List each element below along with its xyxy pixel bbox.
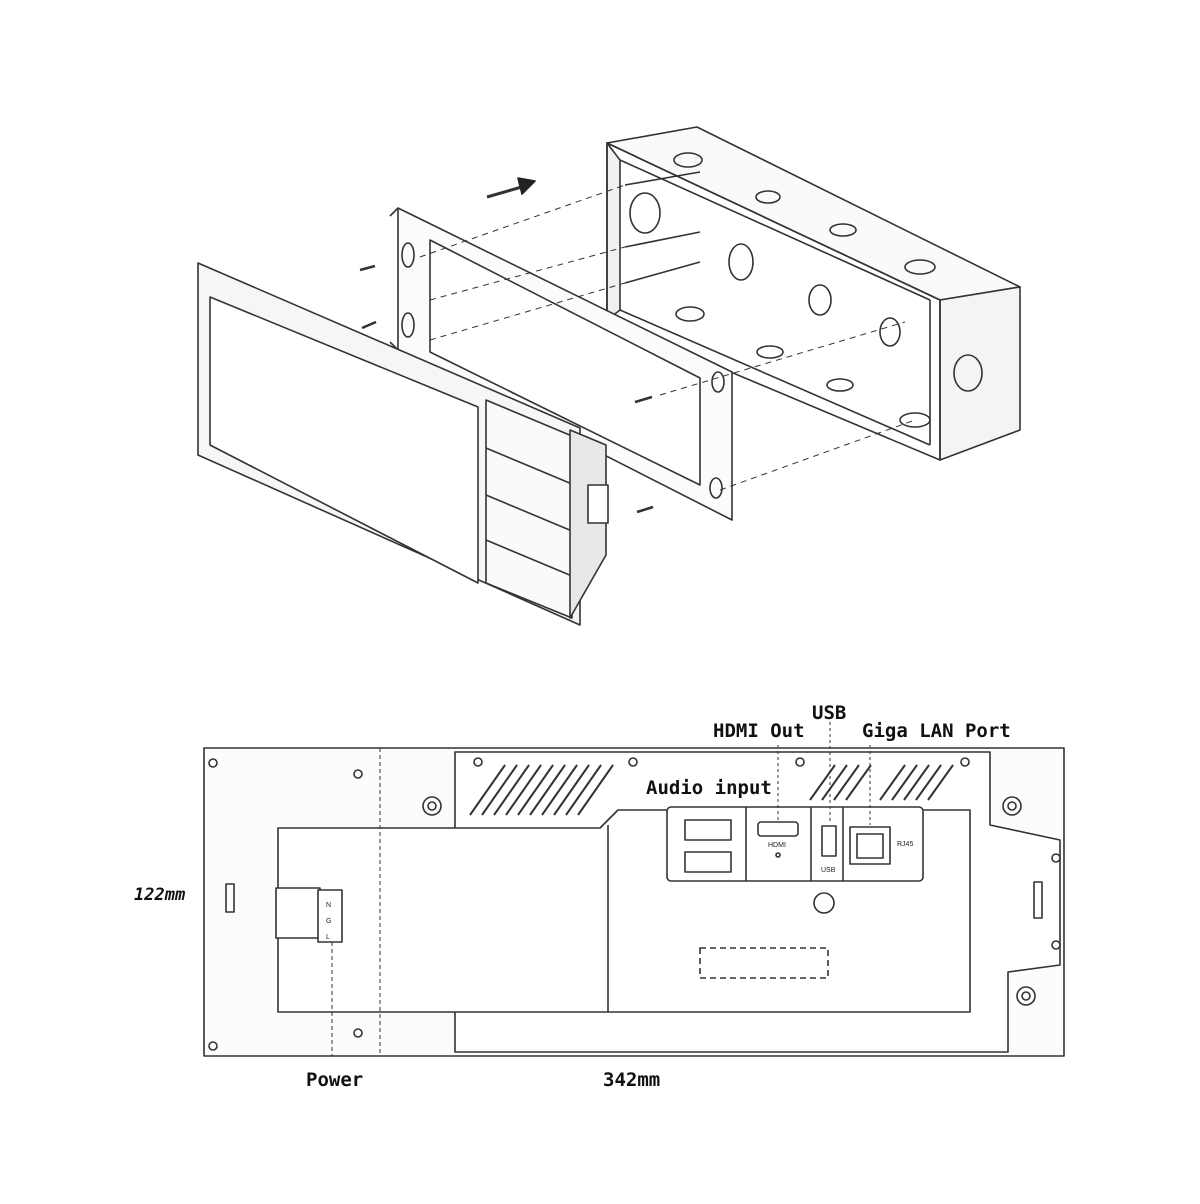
screws xyxy=(359,264,654,514)
knockout-hole xyxy=(826,378,854,392)
knockout-hole xyxy=(755,190,781,204)
mount-hole xyxy=(422,796,442,816)
usb-port xyxy=(821,825,837,857)
side-slot xyxy=(225,883,235,913)
knockout-hole xyxy=(675,306,705,322)
mounting-bracket xyxy=(389,207,733,521)
rj45-port xyxy=(849,826,891,865)
port-caption-rj45: RJ45 xyxy=(897,841,913,848)
wall-box xyxy=(606,126,1021,461)
label-audio-input: Audio input xyxy=(646,777,772,799)
knockout-hole xyxy=(953,354,983,392)
label-height-dimension: 122mm xyxy=(134,885,186,905)
terminal-g: G xyxy=(326,918,331,925)
knockout-hole xyxy=(899,412,931,428)
alignment-lines xyxy=(419,184,916,491)
direction-arrow xyxy=(486,177,536,199)
mount-hole xyxy=(1016,986,1036,1006)
terminal-l: L xyxy=(326,934,330,941)
knockout-hole xyxy=(904,259,936,275)
label-hdmi-out: HDMI Out xyxy=(713,720,805,742)
audio-connector-2 xyxy=(684,851,732,873)
knockout-hole xyxy=(756,345,784,359)
port-panel xyxy=(666,806,924,882)
panel-device xyxy=(197,262,609,626)
hdmi-port xyxy=(757,821,799,837)
audio-connector xyxy=(684,819,732,841)
connector-slot xyxy=(699,947,829,979)
knockout-hole xyxy=(673,152,703,168)
knockout-hole xyxy=(879,317,901,347)
vent-slots-left xyxy=(469,764,614,816)
vent-slots-right xyxy=(809,764,954,801)
panel-screen xyxy=(209,296,479,584)
port-caption-hdmi: HDMI xyxy=(768,842,786,849)
knockout-hole xyxy=(808,284,832,316)
side-slot xyxy=(1033,881,1043,919)
back-view xyxy=(203,722,1065,1057)
power-terminal-block xyxy=(317,889,343,943)
label-power: Power xyxy=(306,1069,364,1091)
terminal-n: N xyxy=(326,902,331,909)
knockout-hole xyxy=(829,223,857,237)
port-caption-usb: USB xyxy=(821,867,836,874)
power-terminal-cover xyxy=(275,887,321,939)
label-width-dimension: 342mm xyxy=(603,1069,661,1091)
knockout-hole xyxy=(629,192,661,234)
mount-hole xyxy=(1002,796,1022,816)
label-giga-lan-port: Giga LAN Port xyxy=(862,720,1011,742)
round-hole xyxy=(813,892,835,914)
knockout-hole xyxy=(728,243,754,281)
label-usb: USB xyxy=(812,702,847,724)
